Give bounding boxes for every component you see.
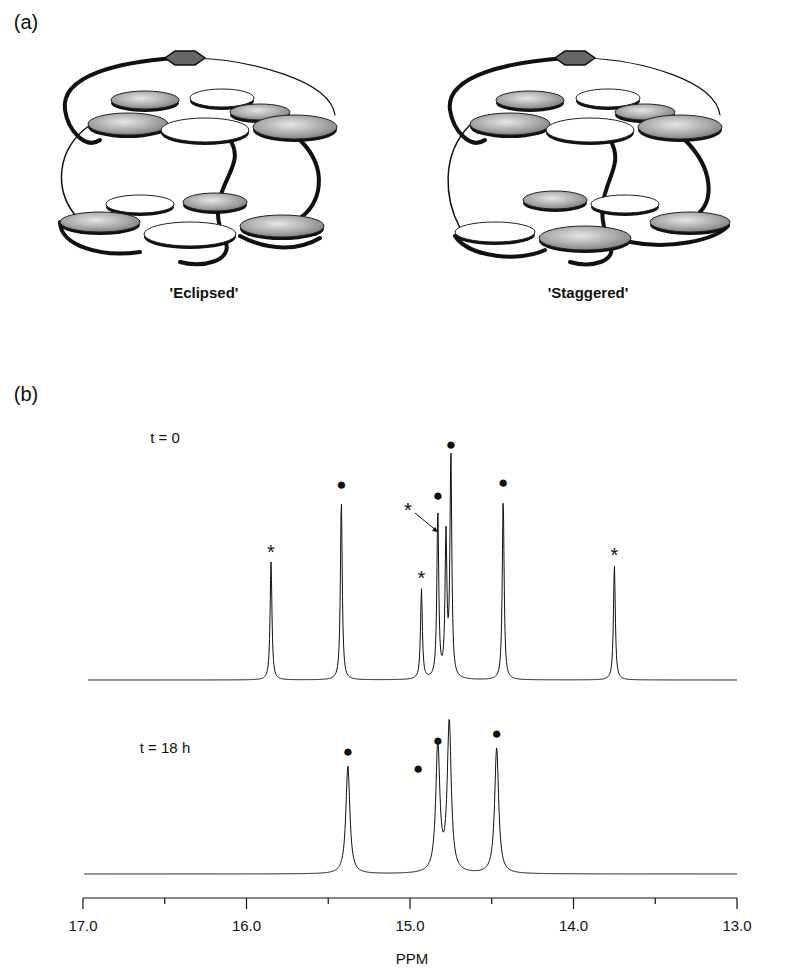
axis-tick — [82, 898, 83, 909]
tick-label: 15.0 — [395, 918, 424, 933]
axis-tick — [736, 898, 737, 909]
panel-label: (b) — [14, 384, 38, 404]
peak-marker: * — [267, 542, 275, 562]
peak-marker: ● — [492, 725, 502, 742]
guanine-disc — [523, 191, 587, 212]
panel-label: (a) — [14, 12, 38, 32]
peak-marker: * — [610, 545, 618, 565]
structure-label: 'Eclipsed' — [170, 285, 239, 300]
tick-label: 16.0 — [232, 918, 261, 933]
guanine-disc — [496, 91, 564, 112]
guanine-disc — [88, 113, 168, 138]
guanine-disc — [161, 118, 249, 145]
axis-tick — [491, 898, 492, 904]
peak-marker: * — [418, 568, 426, 588]
guanine-disc — [60, 212, 140, 235]
tick-label: 13.0 — [722, 918, 751, 933]
axis-tick — [328, 898, 329, 904]
guanine-disc — [638, 115, 722, 142]
guanine-disc — [183, 193, 247, 214]
nmr-spectra — [83, 453, 737, 909]
time-label: t = 0 — [150, 430, 180, 445]
peak-marker: ● — [336, 476, 346, 493]
axis-tick — [655, 898, 656, 904]
guanine-disc — [546, 118, 634, 145]
leader-arrowhead — [432, 527, 438, 532]
spectrum-trace — [84, 719, 737, 873]
guanine-disc — [253, 115, 337, 142]
axis-tick — [409, 898, 410, 909]
hexagon-linker — [555, 51, 595, 65]
spectrum-trace — [88, 453, 737, 680]
peak-marker: ● — [343, 743, 353, 760]
guanine-disc — [591, 195, 659, 216]
peak-marker: * — [404, 500, 412, 520]
time-label: t = 18 h — [140, 740, 190, 755]
guanine-disc — [240, 215, 324, 240]
tick-label: 17.0 — [68, 918, 97, 933]
guanine-disc — [111, 91, 179, 112]
axis-title: PPM — [396, 951, 429, 966]
peak-marker: ● — [498, 474, 508, 491]
backbone-strand — [61, 125, 90, 215]
eclipsed-quadruplex — [60, 51, 337, 264]
peak-marker: ● — [433, 732, 443, 749]
peak-marker: ● — [433, 487, 443, 504]
hexagon-linker — [165, 51, 205, 65]
axis-tick — [246, 898, 247, 909]
axis-tick — [164, 898, 165, 904]
guanine-disc — [650, 212, 730, 235]
backbone-strand — [448, 125, 470, 228]
guanine-disc — [539, 226, 631, 253]
guanine-disc — [470, 113, 550, 138]
peak-marker: ● — [446, 436, 456, 453]
axis-tick — [573, 898, 574, 909]
tick-label: 14.0 — [559, 918, 588, 933]
structure-label: 'Staggered' — [548, 285, 629, 300]
guanine-disc — [455, 222, 535, 245]
staggered-quadruplex — [448, 51, 730, 264]
leader-line — [415, 513, 438, 532]
peak-marker: ● — [413, 760, 423, 777]
guanine-disc — [144, 222, 236, 249]
backbone-strand — [300, 140, 319, 218]
backbone-strand — [685, 140, 709, 212]
